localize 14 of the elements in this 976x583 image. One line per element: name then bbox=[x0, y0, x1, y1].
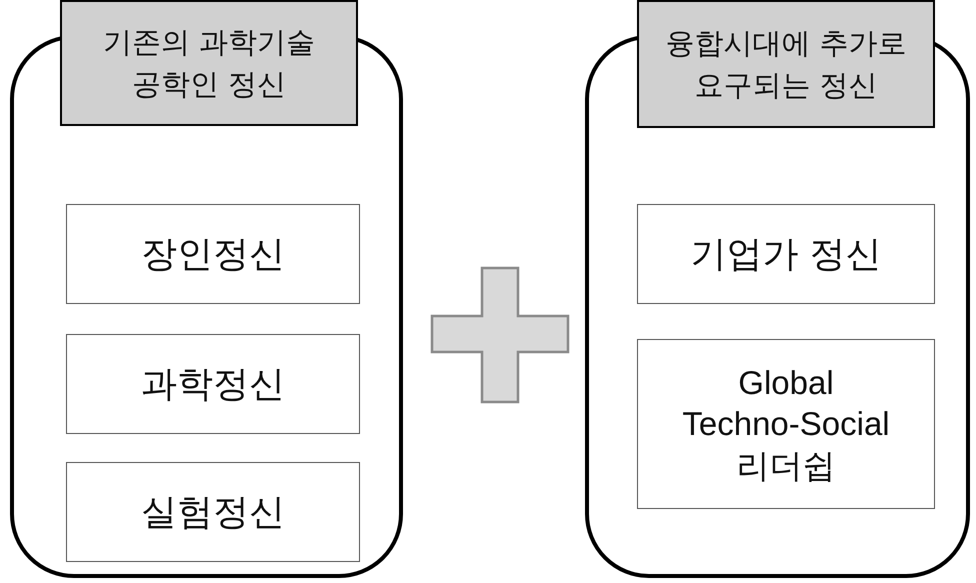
box-text: 기존의 과학기술 공학인 정신 bbox=[102, 24, 316, 103]
box-text: 과학정신 bbox=[141, 362, 285, 406]
header-box bbox=[637, 0, 935, 128]
concept-box bbox=[637, 339, 935, 509]
box-text: 실험정신 bbox=[141, 490, 285, 534]
concept-box bbox=[66, 204, 360, 304]
header-box bbox=[60, 0, 358, 126]
box-text: Global Techno-Social 리더쉽 bbox=[681, 363, 891, 486]
box-text: 기업가 정신 bbox=[690, 232, 882, 276]
concept-box bbox=[66, 462, 360, 562]
concept-box bbox=[66, 334, 360, 434]
concept-box bbox=[637, 204, 935, 304]
box-text: 장인정신 bbox=[141, 232, 285, 276]
box-text: 융합시대에 추가로 요구되는 정신 bbox=[664, 24, 908, 104]
